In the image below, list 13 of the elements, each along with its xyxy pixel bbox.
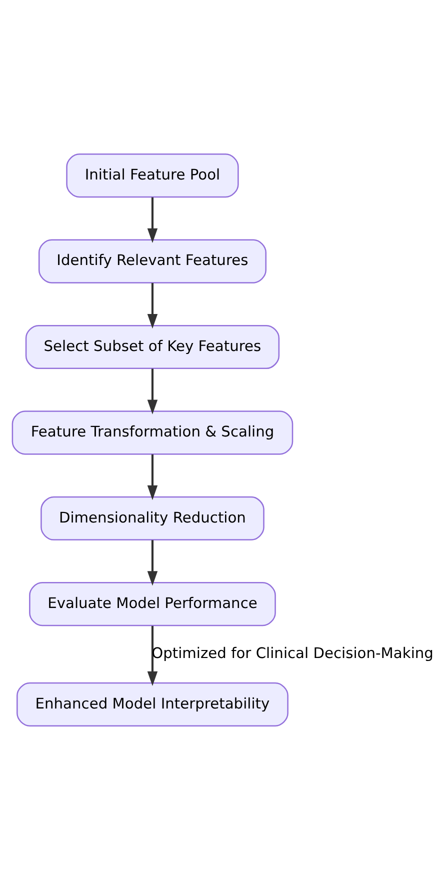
node-box: Select Subset of Key Features	[25, 324, 280, 369]
arrow	[147, 454, 158, 500]
node-box: Identify Relevant Features	[38, 238, 266, 283]
arrow	[147, 540, 158, 586]
arrow	[147, 625, 158, 686]
node-box: Feature Transformation & Scaling	[12, 410, 294, 454]
node-box: Enhanced Model Interpretability	[16, 682, 288, 726]
node-box: Dimensionality Reduction	[40, 496, 264, 540]
arrow	[147, 368, 158, 414]
arrow	[147, 196, 158, 242]
node-box: Initial Feature Pool	[66, 153, 239, 198]
arrow	[147, 282, 158, 328]
node-box: Evaluate Model Performance	[29, 582, 276, 626]
